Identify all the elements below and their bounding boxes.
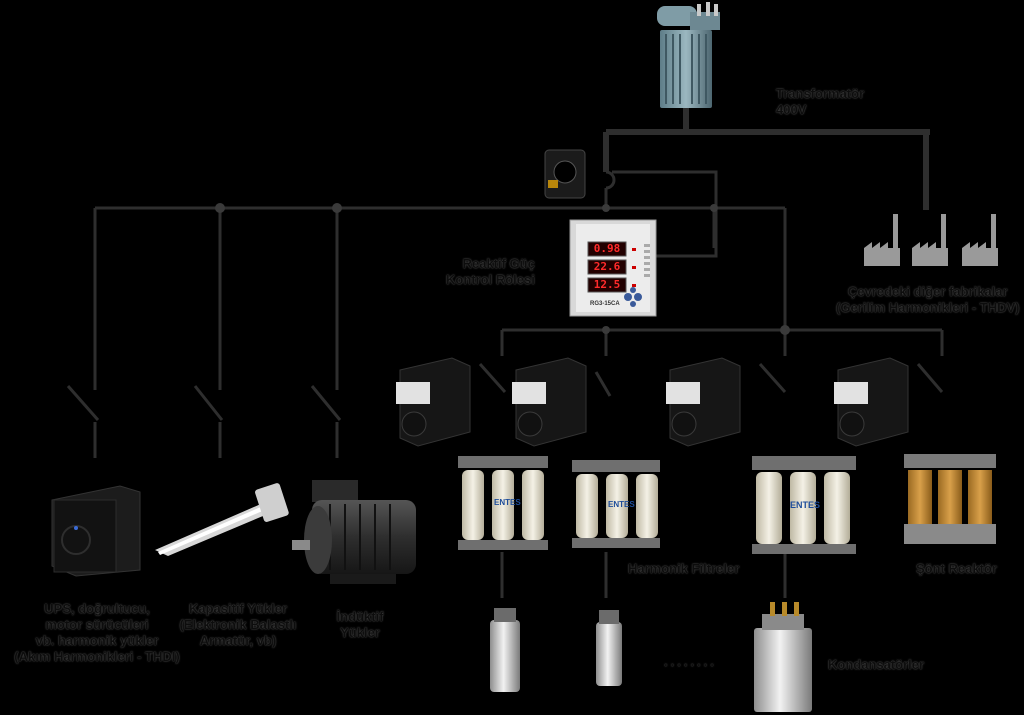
transformer-icon [657,2,720,108]
contactor-box-icon [396,357,471,447]
factory-icon [864,214,900,266]
ups-icon [51,485,141,577]
harmonic-loads-label-line-3: vb. harmonik yükler [35,633,159,648]
wiring [66,108,944,598]
harmonic-loads-label-line-1: UPS, doğrultucu, [44,601,150,616]
capacitor-icon [596,610,622,686]
relay-label-line-1: Reaktif Güç [462,256,535,271]
filter-brand-label: ENTES [790,500,821,510]
relay-label-line-2: Kontrol Rölesi [446,272,535,287]
contactor-box-icon [512,357,587,447]
current-transformer-icon [544,149,586,199]
relay-display-2: 22.6 [593,260,621,273]
harmonic-loads-label: UPS, doğrultucu, motor sürücüleri vb. ha… [4,601,190,665]
relay-display-1: 0.98 [593,242,621,255]
filter-reactor-icon [572,460,660,548]
harmonic-filters-label: Harmonik Filtreler [628,561,740,576]
filter-brand-label: ENTES [608,500,635,509]
inductive-loads-label-line-1: İndüktif [336,609,384,624]
inductive-loads-label: İndüktif Yükler [328,609,392,641]
factories-label: Çevredeki diğer fabrikalar (Gerilim Harm… [836,284,1019,316]
shunt-reactor-icon [904,454,996,544]
capacitor-ellipsis: ........ [664,654,717,669]
relay-display-3: 12.5 [593,278,621,291]
harmonic-loads-label-line-4: (Akım Harmonikleri - THDI) [14,649,180,664]
relay-model: RG3-15CA [590,301,620,307]
harmonic-loads-label-line-2: motor sürücüleri [45,617,149,632]
capacitor-icon [490,608,520,692]
contactor-box-icon [666,357,741,447]
reactive-power-relay-icon [569,219,657,317]
capacitive-loads-label-line-3: Armatür, vb) [199,633,277,648]
filter-reactor-icon [458,456,548,550]
transformer-label-line-1: Transformatör [776,86,865,101]
filter-brand-label: ENTES [494,498,521,507]
filter-reactor-icon [752,456,856,554]
contactor-box-icon [834,357,909,447]
relay-label: Reaktif Güç Kontrol Rölesi [446,256,535,288]
factories-label-line-1: Çevredeki diğer fabrikalar [847,284,1008,299]
capacitive-loads-label-line-1: Kapasitif Yükler [188,601,288,616]
transformer-label-line-2: 400V [776,102,807,117]
capacitive-loads-label-line-2: (Elektronik Balastlı [179,617,297,632]
inductive-loads-label-line-2: Yükler [340,625,380,640]
factory-icons [864,214,998,266]
junction-dots [215,203,790,335]
capacitors-label: Kondansatörler [828,657,925,672]
factories-label-line-2: (Gerilim Harmonikleri - THDV) [836,300,1020,315]
transformer-label: Transformatör 400V [776,86,864,118]
shunt-reactor-label: Şönt Reaktör [916,561,997,576]
motor-icon [292,480,416,584]
capacitor-icon [754,602,812,712]
factory-icon [912,214,948,266]
lamp-fixture-icon [155,483,289,556]
factory-icon [962,214,998,266]
capacitive-loads-label: Kapasitif Yükler (Elektronik Balastlı Ar… [168,601,308,649]
